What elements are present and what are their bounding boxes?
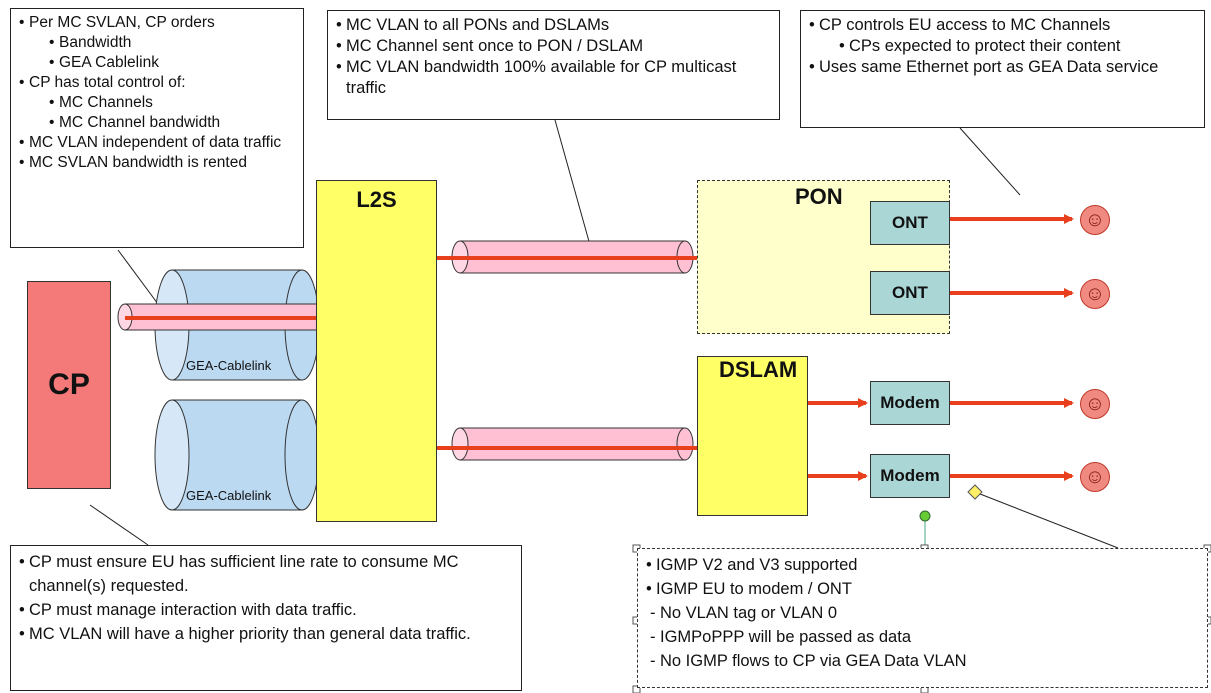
cablelink-label-1: GEA-Cablelink: [186, 358, 271, 373]
callout-pointer-top-left: [118, 250, 158, 304]
cp-label: CP: [48, 368, 90, 402]
callout-item: MC Channel sent once to PON / DSLAM: [336, 36, 771, 57]
callout-item: CP must ensure EU has sufficient line ra…: [19, 550, 513, 598]
callout-item: No VLAN tag or VLAN 0: [646, 601, 1199, 625]
callout-item: MC VLAN will have a higher priority than…: [19, 622, 513, 646]
callout-bottom-right: IGMP V2 and V3 supportedIGMP EU to modem…: [637, 548, 1208, 688]
ont-box-1: ONT: [870, 201, 950, 245]
modem-box-1: Modem: [870, 381, 950, 425]
cp-box: CP: [27, 281, 111, 489]
callout-item: CP controls EU access to MC Channels: [809, 15, 1196, 36]
callout-item: Per MC SVLAN, CP orders: [19, 13, 295, 33]
pon-label: PON: [795, 184, 843, 210]
callout-bottom-left: CP must ensure EU has sufficient line ra…: [10, 545, 522, 691]
callout-item: MC Channel bandwidth: [19, 113, 295, 133]
smiley-face-icon: ☺: [1080, 279, 1110, 309]
callout-item: MC VLAN independent of data traffic: [19, 133, 295, 153]
l2s-label: L2S: [356, 187, 396, 212]
callout-top-middle: MC VLAN to all PONs and DSLAMsMC Channel…: [327, 10, 780, 120]
callout-item: CP must manage interaction with data tra…: [19, 598, 513, 622]
smiley-face-icon: ☺: [1080, 389, 1110, 419]
callout-pointer-top-right: [960, 128, 1020, 195]
callout-top-right: CP controls EU access to MC ChannelsCPs …: [800, 10, 1205, 128]
callout-item: MC VLAN to all PONs and DSLAMs: [336, 15, 771, 36]
callout-top-left: Per MC SVLAN, CP ordersBandwidthGEA Cabl…: [10, 8, 304, 248]
callout-item: IGMPoPPP will be passed as data: [646, 625, 1199, 649]
callout-pointer-top-middle: [555, 120, 590, 245]
callout-item: CP has total control of:: [19, 73, 295, 93]
modem-box-2: Modem: [870, 454, 950, 498]
vlan-tube-dslam: [452, 428, 693, 460]
callout-item: GEA Cablelink: [19, 53, 295, 73]
l2s-box: L2S: [316, 180, 437, 522]
callout-pointer-bottom-left: [90, 505, 148, 545]
callout-item: IGMP EU to modem / ONT: [646, 577, 1199, 601]
callout-item: MC VLAN bandwidth 100% available for CP …: [336, 57, 771, 99]
ont-box-2: ONT: [870, 271, 950, 315]
callout-item: No IGMP flows to CP via GEA Data VLAN: [646, 649, 1199, 673]
smiley-face-icon: ☺: [1080, 205, 1110, 235]
callout-item: Uses same Ethernet port as GEA Data serv…: [809, 57, 1196, 78]
cablelink-label-2: GEA-Cablelink: [186, 488, 271, 503]
callout-item: IGMP V2 and V3 supported: [646, 553, 1199, 577]
callout-item: Bandwidth: [19, 33, 295, 53]
callout-item: CPs expected to protect their content: [809, 36, 1196, 57]
callout-pointer-bottom-right: [975, 492, 1118, 548]
callout-item: MC Channels: [19, 93, 295, 113]
smiley-face-icon: ☺: [1080, 462, 1110, 492]
dslam-label: DSLAM: [719, 357, 797, 383]
callout-item: MC SVLAN bandwidth is rented: [19, 153, 295, 173]
